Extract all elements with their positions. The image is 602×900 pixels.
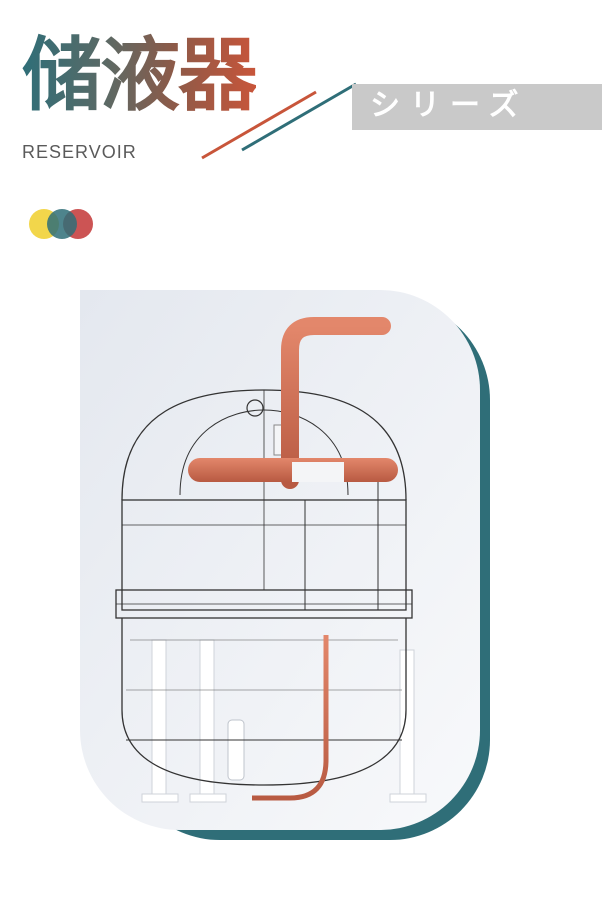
- decorative-slash-lines: [201, 82, 357, 160]
- english-subtitle: RESERVOIR: [22, 142, 137, 162]
- series-label: シリーズ: [370, 88, 529, 123]
- page-title: 储液器: [22, 29, 258, 122]
- reservoir-product-image: [80, 290, 490, 840]
- color-dots-icon: [29, 209, 93, 239]
- series-banner: [352, 84, 602, 130]
